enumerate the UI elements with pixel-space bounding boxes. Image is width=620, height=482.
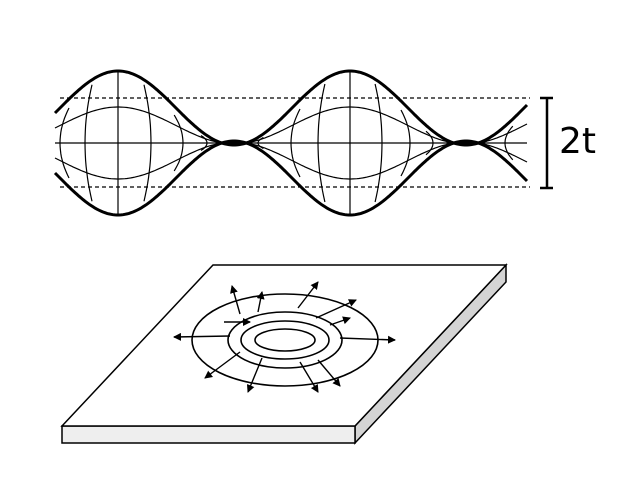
thickness-bracket [540, 96, 553, 190]
outward-arrow-icon [317, 359, 341, 387]
plate-top-face [60, 264, 508, 427]
outward-arrow-icon [204, 351, 241, 379]
outward-arrow-icon [299, 361, 319, 393]
outward-arrow-icon [230, 285, 241, 315]
outward-arrow-icon [256, 291, 265, 313]
wave-ring-2 [240, 320, 330, 360]
outward-arrow-icon [329, 316, 351, 326]
thickness-label: 2t [559, 121, 596, 162]
outward-arrow-icon [315, 299, 357, 319]
outward-arrow-icon [246, 357, 263, 393]
deformed-top-surface [53, 69, 529, 147]
outward-arrows [173, 281, 396, 393]
plate-front-face [61, 425, 356, 444]
outward-arrow-icon [339, 335, 396, 344]
outward-arrow-icon [173, 332, 231, 341]
deformed-plate-figure: 2t [53, 69, 596, 217]
plate-with-waves-figure [60, 263, 508, 445]
deformed-bottom-surface [53, 139, 529, 217]
outward-arrow-icon [297, 281, 319, 309]
wave-ring-inner [254, 328, 316, 352]
wave-ring-3 [227, 311, 343, 369]
